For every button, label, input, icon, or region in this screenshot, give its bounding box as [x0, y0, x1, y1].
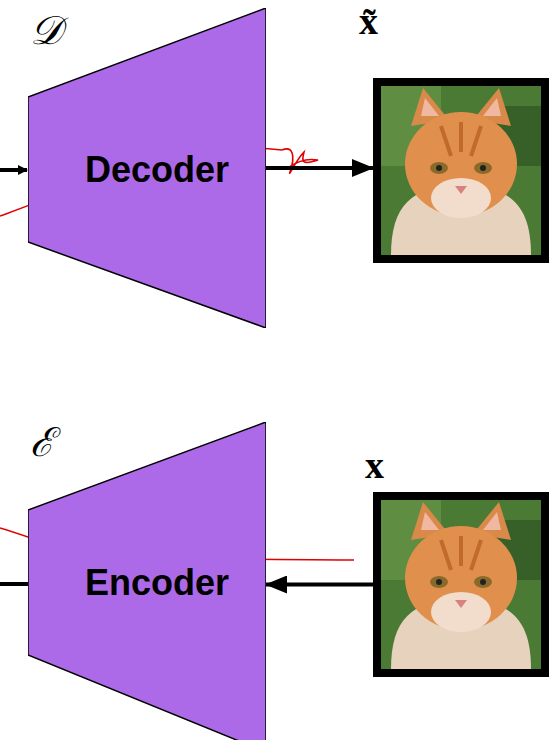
cat-photo	[381, 500, 541, 669]
symbol-label: 𝒟	[30, 10, 62, 50]
block-label: Encoder	[85, 565, 229, 601]
flow-arrow	[266, 583, 373, 587]
decoder-block: 𝒟 Decoder	[28, 8, 266, 328]
input-arrow	[0, 168, 27, 172]
variable-label: x	[365, 446, 384, 484]
symbol-label: ℰ	[30, 422, 54, 462]
encoder-block: ℰ Encoder	[28, 422, 266, 740]
cat-photo	[381, 86, 541, 255]
flow-arrow	[266, 166, 373, 170]
variable-label: x̃	[359, 2, 378, 40]
image-frame: x	[373, 492, 549, 677]
trapezoid-outline	[28, 8, 266, 328]
output-line	[0, 582, 28, 586]
block-label: Decoder	[85, 152, 229, 188]
image-frame: x̃	[373, 78, 549, 263]
trapezoid-outline	[28, 422, 266, 740]
